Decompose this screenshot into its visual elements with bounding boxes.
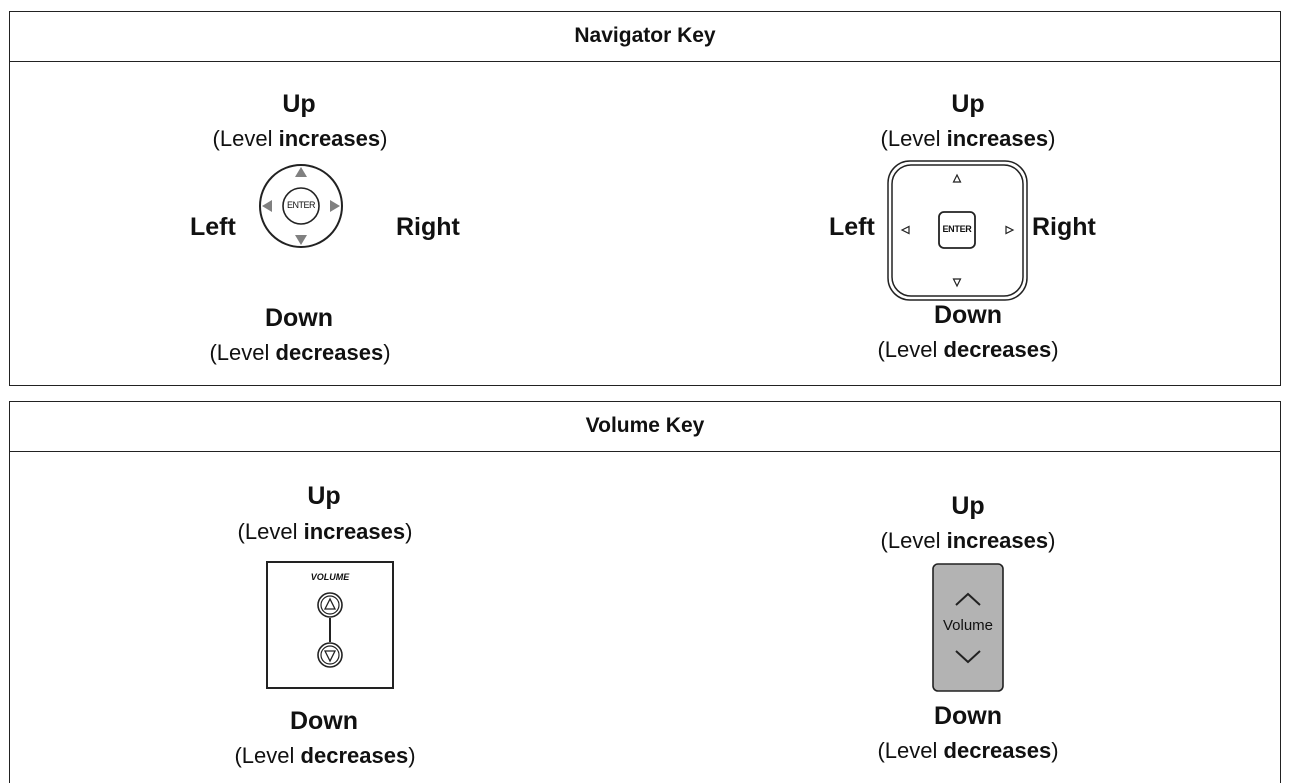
- nav-right-down-desc: (Level decreases): [877, 337, 1059, 362]
- left-arrow-icon: [262, 200, 272, 212]
- nav-right-enter-label: ENTER: [942, 224, 972, 234]
- down-arrow-icon: [295, 235, 307, 245]
- up-arrow-icon: [952, 173, 962, 183]
- vol-left-key-label: VOLUME: [310, 572, 350, 582]
- vol-left-up-label: Up: [307, 482, 341, 510]
- nav-right-up-label: Up: [951, 90, 985, 118]
- nav-left-up-desc: (Level increases): [212, 126, 388, 151]
- vol-left-down-desc: (Level decreases): [234, 743, 416, 768]
- vol-right-down-desc: (Level decreases): [877, 738, 1059, 763]
- nav-left-down-desc: (Level decreases): [209, 340, 391, 365]
- round-navigator-key[interactable]: [258, 163, 344, 249]
- right-arrow-icon: [330, 200, 340, 212]
- up-triangle-icon: [323, 597, 337, 610]
- square-navigator-key[interactable]: [887, 160, 1028, 301]
- nav-left-left-label: Left: [190, 213, 236, 241]
- down-arrow-icon: [952, 278, 962, 288]
- nav-right-left-label: Left: [829, 213, 875, 241]
- vol-right-key-label: Volume: [942, 617, 994, 634]
- nav-left-enter-label: ENTER: [286, 200, 316, 210]
- nav-left-down-label: Down: [264, 304, 334, 332]
- volume-key-panel: Volume Key Up (Level increases) VOLUME D…: [9, 401, 1281, 783]
- right-arrow-icon: [1005, 225, 1015, 235]
- nav-right-down-label: Down: [933, 301, 1003, 329]
- left-arrow-icon: [900, 225, 910, 235]
- nav-left-right-label: Right: [396, 213, 460, 241]
- navigator-key-title: Navigator Key: [10, 12, 1280, 62]
- chevron-up-icon: [955, 592, 981, 606]
- nav-left-up-label: Up: [282, 90, 316, 118]
- nav-right-right-label: Right: [1032, 213, 1096, 241]
- navigator-key-panel: Navigator Key Up (Level increases) Left …: [9, 11, 1281, 386]
- volume-key-title: Volume Key: [10, 402, 1280, 452]
- boxed-volume-key[interactable]: [266, 561, 394, 689]
- vol-left-up-desc: (Level increases): [237, 519, 413, 544]
- down-triangle-icon: [323, 650, 337, 663]
- up-arrow-icon: [295, 167, 307, 177]
- rocker-volume-key[interactable]: [932, 563, 1004, 692]
- vol-right-down-label: Down: [933, 702, 1003, 730]
- vol-left-down-label: Down: [289, 707, 359, 735]
- vol-right-up-desc: (Level increases): [880, 528, 1056, 553]
- chevron-down-icon: [955, 650, 981, 664]
- nav-right-up-desc: (Level increases): [880, 126, 1056, 151]
- vol-right-up-label: Up: [951, 492, 985, 520]
